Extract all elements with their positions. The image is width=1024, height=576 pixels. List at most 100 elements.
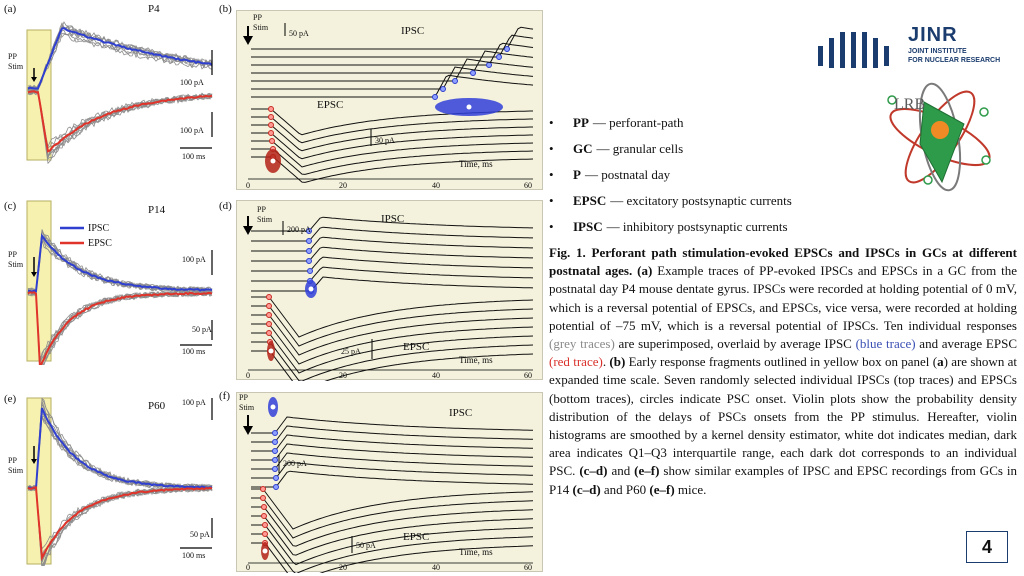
ipsc-onset-marker xyxy=(273,484,279,490)
panel-f-scale-epsc: 50 pA xyxy=(356,541,376,550)
panel-c-stim-label: PP Stim xyxy=(8,250,24,269)
grey-trace xyxy=(27,88,213,158)
caption-text: . xyxy=(602,354,610,370)
panel-f-traces xyxy=(243,397,534,573)
abbr-term: GC xyxy=(573,141,593,156)
caption-b-label: (b) xyxy=(609,354,626,370)
ipsc-onset-marker xyxy=(306,248,312,254)
ipsc-trace xyxy=(251,452,533,470)
abbreviation-list: •PP— perforant-path •GC— granular cells … xyxy=(549,110,989,240)
abbr-term: IPSC xyxy=(573,219,603,234)
legend-epsc: EPSC xyxy=(88,238,112,249)
caption-a-label: (a) xyxy=(637,263,653,279)
panel-e-age: P60 xyxy=(148,400,166,412)
ipsc-trace xyxy=(251,256,534,272)
epsc-onset-marker xyxy=(266,330,272,336)
panel-letter-d: (d) xyxy=(219,200,232,212)
ipsc-onset-marker xyxy=(272,466,278,472)
ipsc-onset-marker xyxy=(504,46,510,52)
panel-b-stim-label: PP Stim xyxy=(253,13,269,32)
panel-f-tick-60: 60 xyxy=(524,563,532,572)
epsc-trace xyxy=(251,506,534,547)
epsc-trace xyxy=(251,296,534,338)
ipsc-trace xyxy=(251,58,534,82)
list-item: •PP— perforant-path xyxy=(549,115,684,130)
panel-b-scale-epsc: 30 pA xyxy=(375,136,395,145)
epsc-onset-marker xyxy=(266,294,272,300)
abbr-desc: — granular cells xyxy=(596,141,684,156)
ipsc-onset-marker xyxy=(272,430,278,436)
epsc-onset-marker xyxy=(269,138,275,144)
ipsc-trace xyxy=(251,425,533,443)
epsc-trace xyxy=(251,314,534,356)
panel-f-tick-40: 40 xyxy=(432,563,440,572)
epsc-trace xyxy=(251,488,534,530)
ipsc-trace xyxy=(251,246,533,262)
panel-e-scale-mid: 50 pA xyxy=(190,530,210,539)
panel-d-traces xyxy=(243,216,534,381)
list-item: •P— postnatal day xyxy=(549,167,671,182)
ipsc-onset-marker xyxy=(306,258,312,264)
panel-a-stim-label: PP Stim xyxy=(8,52,24,71)
panel-d-tick-60: 60 xyxy=(524,371,532,380)
list-item: •EPSC— excitatory postsynaptic currents xyxy=(549,193,792,208)
caption-text: Example traces of PP-evoked IPSCs and EP… xyxy=(549,263,1018,333)
epsc-onset-marker xyxy=(261,513,267,519)
epsc-onset-marker xyxy=(268,106,274,112)
ipsc-trace xyxy=(251,416,533,434)
jinr-line2: FOR NUCLEAR RESEARCH xyxy=(908,57,1001,64)
epsc-trace xyxy=(251,332,534,374)
ipsc-onset-marker xyxy=(432,94,438,100)
panel-d-stim-label: PP Stim xyxy=(257,205,273,224)
ipsc-onset-marker xyxy=(306,238,312,244)
epsc-trace xyxy=(251,323,534,365)
panel-d-tick-0: 0 xyxy=(246,371,250,380)
panel-d-tick-40: 40 xyxy=(432,371,440,380)
violin-median xyxy=(308,286,314,292)
ipsc-trace xyxy=(251,276,534,292)
panel-f-stim-label: PP Stim xyxy=(239,393,255,412)
abbr-desc: — postnatal day xyxy=(584,167,671,182)
caption-text: and xyxy=(607,463,635,479)
epsc-trace xyxy=(251,497,534,539)
panel-a-scale-time: 100 ms xyxy=(182,152,206,161)
panel-letter-b: (b) xyxy=(219,3,232,15)
jinr-line1: JOINT INSTITUTE xyxy=(908,48,967,55)
caption-ef-label: (e–f) xyxy=(634,463,660,479)
panel-c-scale-top: 100 pA xyxy=(182,255,206,264)
epsc-trace xyxy=(251,341,534,381)
page-number: 4 xyxy=(966,531,1008,563)
ipsc-trace xyxy=(251,461,533,479)
abbr-desc: — perforant-path xyxy=(592,115,684,130)
ipsc-trace xyxy=(251,470,533,488)
panel-f-tick-0: 0 xyxy=(246,563,250,572)
ipsc-trace xyxy=(251,42,534,66)
violin-median xyxy=(268,348,274,354)
ipsc-onset-marker xyxy=(452,78,458,84)
epsc-onset-marker xyxy=(260,486,266,492)
panel-letter-f: (f) xyxy=(219,390,230,402)
panel-b-tick-0: 0 xyxy=(246,181,250,190)
caption-text: and P60 xyxy=(600,481,650,497)
caption-text: and average EPSC xyxy=(915,336,1017,352)
epsc-onset-marker xyxy=(261,504,267,510)
panel-b-tick-20: 20 xyxy=(339,181,347,190)
panel-f: PP Stim IPSC 200 pA 50 pA EPSC Time, ms … xyxy=(236,392,543,573)
panel-a-scale-mid: 100 pA xyxy=(180,126,204,135)
ipsc-onset-marker xyxy=(273,475,279,481)
panel-b-traces xyxy=(243,23,534,183)
grey-trace xyxy=(28,239,213,295)
panel-d-label-ipsc: IPSC xyxy=(381,213,405,225)
epsc-onset-marker xyxy=(260,495,266,501)
epsc-trace xyxy=(251,515,534,556)
grey-trace xyxy=(27,402,213,490)
ipsc-trace xyxy=(251,226,533,242)
abbr-term: P xyxy=(573,167,581,182)
abbr-term: PP xyxy=(573,115,589,130)
caption-red-text: (red trace) xyxy=(549,354,603,370)
panel-letter-c: (c) xyxy=(4,200,17,212)
ipsc-trace xyxy=(251,34,534,58)
lrb-logo-icon xyxy=(887,82,991,192)
epsc-onset-marker xyxy=(262,531,268,537)
ipsc-onset-marker xyxy=(470,70,476,76)
